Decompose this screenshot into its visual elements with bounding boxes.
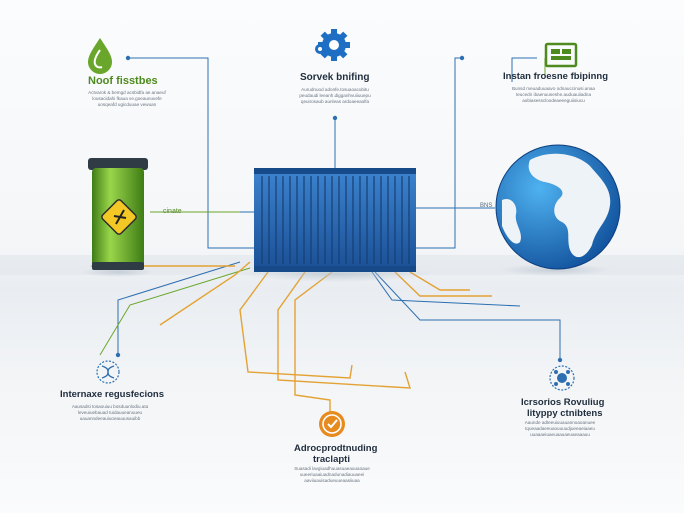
warning-icon bbox=[101, 199, 137, 235]
globe-icon bbox=[495, 144, 621, 276]
desc-line: uauanndeeauiuoeauuusauibb bbox=[79, 416, 141, 422]
gear-icon bbox=[315, 29, 350, 61]
desc-line: lousacidahi fkaua ve.goeaunuvefe bbox=[92, 96, 162, 102]
desc-line: qeuirosaub aunleas ardoaeeaolfa bbox=[300, 99, 370, 105]
battery bbox=[82, 158, 154, 277]
screen-icon bbox=[544, 42, 578, 68]
node-title-top-center: Sorvek bnifing bbox=[300, 72, 370, 83]
desc-line: peudaudi leeanh.digganhvuiiuuepu bbox=[299, 93, 371, 99]
connector-dots bbox=[115, 55, 563, 363]
node-title-mid-right-line2: lityppy ctnibtens bbox=[527, 408, 603, 419]
dna-icon bbox=[96, 360, 120, 384]
desc-line: Aaunde adteeuiuuauannoaoanuee bbox=[524, 420, 596, 425]
desc-line: Suasadi lavgiuadhuuasuaeauuaoaue bbox=[294, 466, 370, 471]
desc-line: teucedn ibaenuuseshe.auduauiiadna bbox=[515, 92, 592, 98]
desc-line: aobiasesscloodeaeeeguiioiucu bbox=[522, 98, 585, 104]
desc-line: uosqeafd ugicduuae vewuan bbox=[97, 102, 157, 108]
connector-lines-blue bbox=[117, 57, 561, 360]
battery-label: cinate bbox=[163, 208, 182, 215]
globe-label: BNS bbox=[480, 203, 492, 209]
desc-line: aaviiuauisadueuueaasiiuaa bbox=[304, 478, 360, 484]
desc-line: uueeriuaaiuadnadunadiauuaeei bbox=[299, 472, 365, 478]
node-desc-top-center: Aurudnuod adonfe.tosuaoacubitu peudaudi … bbox=[270, 87, 400, 106]
node-title-bottom-center-line2: traclapti bbox=[313, 454, 350, 465]
desc-line: Aausadsi tosaouiuu bosduunlodiu.ata bbox=[71, 404, 149, 409]
node-desc-mid-right: Aaunde adteeuiuuauannoaoanuee tqueaadaee… bbox=[498, 420, 622, 439]
node-desc-top-left: Actvarok & bemgd acsbidfa ae.anaeuf lous… bbox=[62, 90, 192, 109]
check-badge-icon bbox=[319, 411, 345, 437]
desc-line: Aurudnuod adonfe.tosuaoacubitu bbox=[301, 87, 369, 92]
drop-icon bbox=[88, 38, 112, 74]
shipping-container bbox=[242, 168, 432, 282]
node-title-mid-left: Internaxe regusfecions bbox=[60, 389, 165, 400]
node-desc-mid-left: Aausadsi tosaouiuu bosduunlodiu.ata leve… bbox=[50, 404, 170, 423]
node-title-mid-right: Icrsorios Rovuliug bbox=[521, 397, 605, 408]
node-title-top-right: Instan froesne fbipinng bbox=[503, 71, 609, 82]
desc-line: leveuiuebauad tuidauueanuueu bbox=[77, 410, 143, 416]
node-title-top-left: Noof fisstbes bbox=[88, 75, 158, 87]
node-desc-bottom-center: Suasadi lavgiuadhuuasuaeauuaoaue uueeriu… bbox=[270, 466, 394, 485]
node-title-bottom-center: Adrocprodtnuding bbox=[294, 443, 378, 454]
desc-line: Bunsd meuaduuaavo odnauccinusi.anaa bbox=[511, 86, 595, 91]
desc-line: uuaaaeiuaeuaauaeuaeaaauu bbox=[530, 432, 590, 438]
network-icon bbox=[549, 365, 575, 391]
desc-line: tqueaadaeeuaouuuudjueeaeiaaeu bbox=[525, 426, 595, 432]
desc-line: Actvarok & bemgd acsbidfa ae.anaeuf bbox=[88, 90, 166, 95]
node-desc-top-right: Bunsd meuaduuaavo odnauccinusi.anaa teuc… bbox=[486, 86, 621, 105]
